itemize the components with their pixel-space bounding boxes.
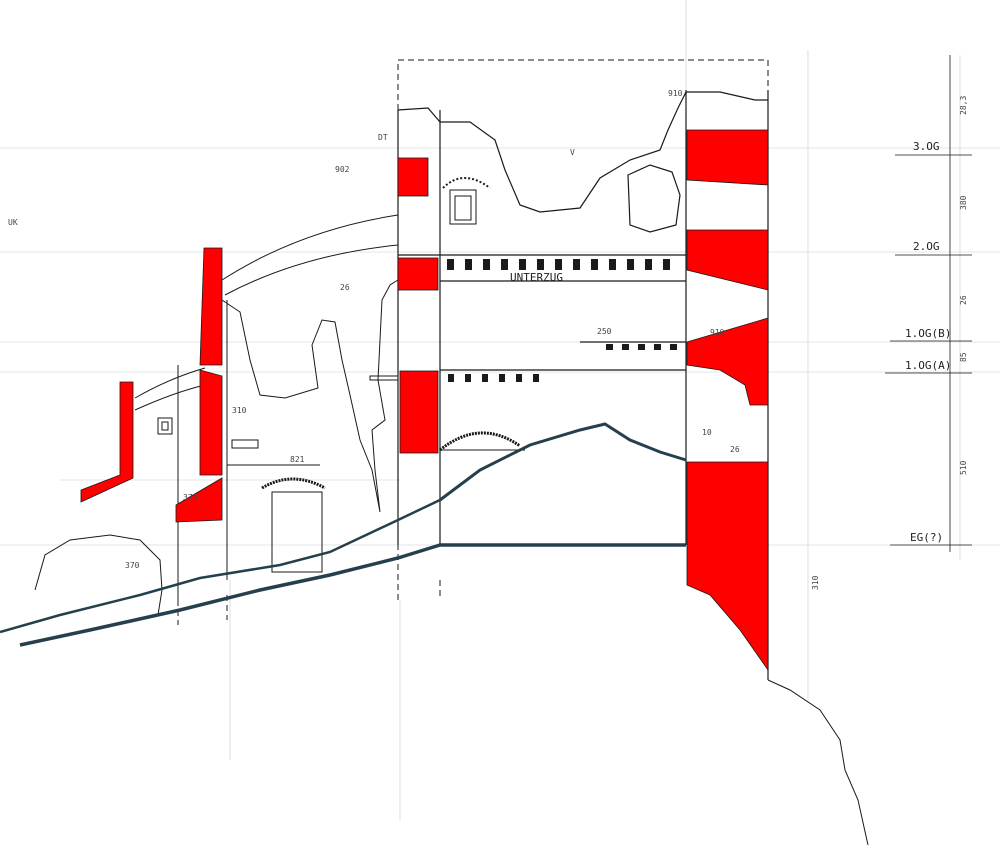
- dim-top: 28,3: [959, 96, 968, 115]
- mark-370b: 370: [183, 493, 198, 502]
- mark-910b: 910: [710, 328, 725, 337]
- mark-370: 370: [125, 561, 140, 570]
- level-label-og1b: 1.OG(B): [905, 327, 951, 340]
- ground-line-upper: [0, 498, 441, 634]
- wall-sections-red: [80, 129, 769, 672]
- dim-og3-og2: 380: [959, 195, 968, 210]
- level-label-og3: 3.OG: [913, 140, 940, 153]
- level-label-og2: 2.OG: [913, 240, 940, 253]
- mark-250: 250: [597, 327, 612, 336]
- level-label-og1a: 1.OG(A): [905, 359, 951, 372]
- mark-821: 821: [290, 455, 305, 464]
- tower-openings: [439, 177, 525, 452]
- dim-og1b-og1a: 85: [959, 352, 968, 362]
- dim-right: 310: [811, 575, 820, 590]
- mark-910a: 910: [668, 89, 683, 98]
- mark-26: 26: [730, 445, 740, 454]
- dim-og1a-eg: 510: [959, 460, 968, 475]
- terrain-hill: [439, 422, 687, 502]
- mark-902: 902: [335, 165, 350, 174]
- level-label-eg: EG(?): [910, 531, 943, 544]
- beam-joists-lower: [448, 344, 677, 382]
- mark-10: 10: [702, 428, 712, 437]
- mark-left: UK: [8, 218, 18, 227]
- mark-310: 310: [232, 406, 247, 415]
- dim-og2-og1b: 26: [959, 295, 968, 305]
- construction-lines: [0, 0, 1000, 820]
- ground-line: [19, 543, 441, 647]
- rock-edge: [767, 679, 869, 846]
- mark-26b: 26: [340, 283, 350, 292]
- mark-dt: DT: [378, 133, 388, 142]
- beam-label: UNTERZUG: [510, 271, 563, 284]
- beam-joists-upper: [447, 259, 670, 270]
- left-ruins: [34, 214, 399, 616]
- mark-v: V: [570, 148, 575, 157]
- level-lines: [885, 55, 972, 552]
